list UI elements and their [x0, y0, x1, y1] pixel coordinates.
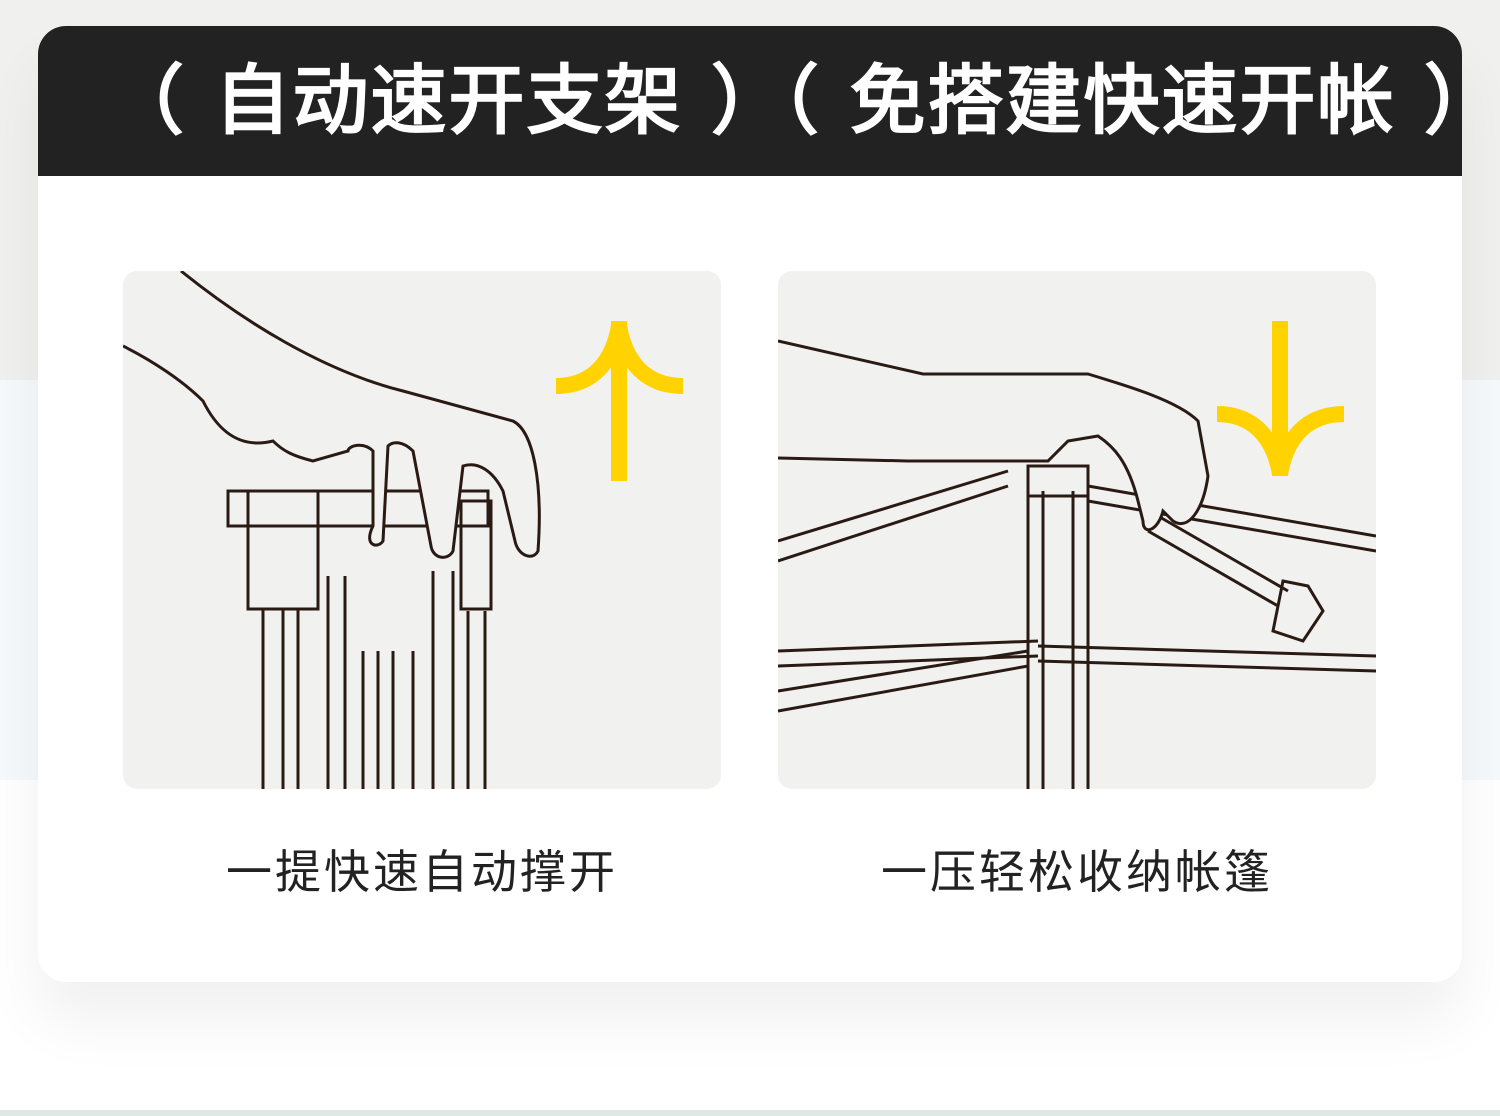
title-auto-frame: （ 自动速开支架 ） [108, 56, 789, 145]
hand-drawing [123, 271, 541, 559]
frame-poles-drawing [226, 489, 493, 789]
caption-lift-open: 一提快速自动撑开 [226, 845, 618, 899]
header-bar: （ 自动速开支架 ） （ 免搭建快速开帐 ） [38, 26, 1462, 176]
hand-drawing [778, 339, 1210, 532]
feature-card: （ 自动速开支架 ） （ 免搭建快速开帐 ） [38, 26, 1462, 982]
illustration-lift-open [123, 271, 721, 789]
background-bottom-line [0, 1110, 1500, 1116]
tent-frame-drawing [778, 464, 1376, 789]
illustration-press-fold [778, 271, 1376, 789]
caption-press-fold: 一压轻松收纳帐篷 [881, 845, 1273, 899]
title-quick-setup: （ 免搭建快速开帐 ） [743, 56, 1462, 145]
arrow-up-icon [555, 321, 684, 481]
arrow-down-icon [1216, 321, 1345, 476]
